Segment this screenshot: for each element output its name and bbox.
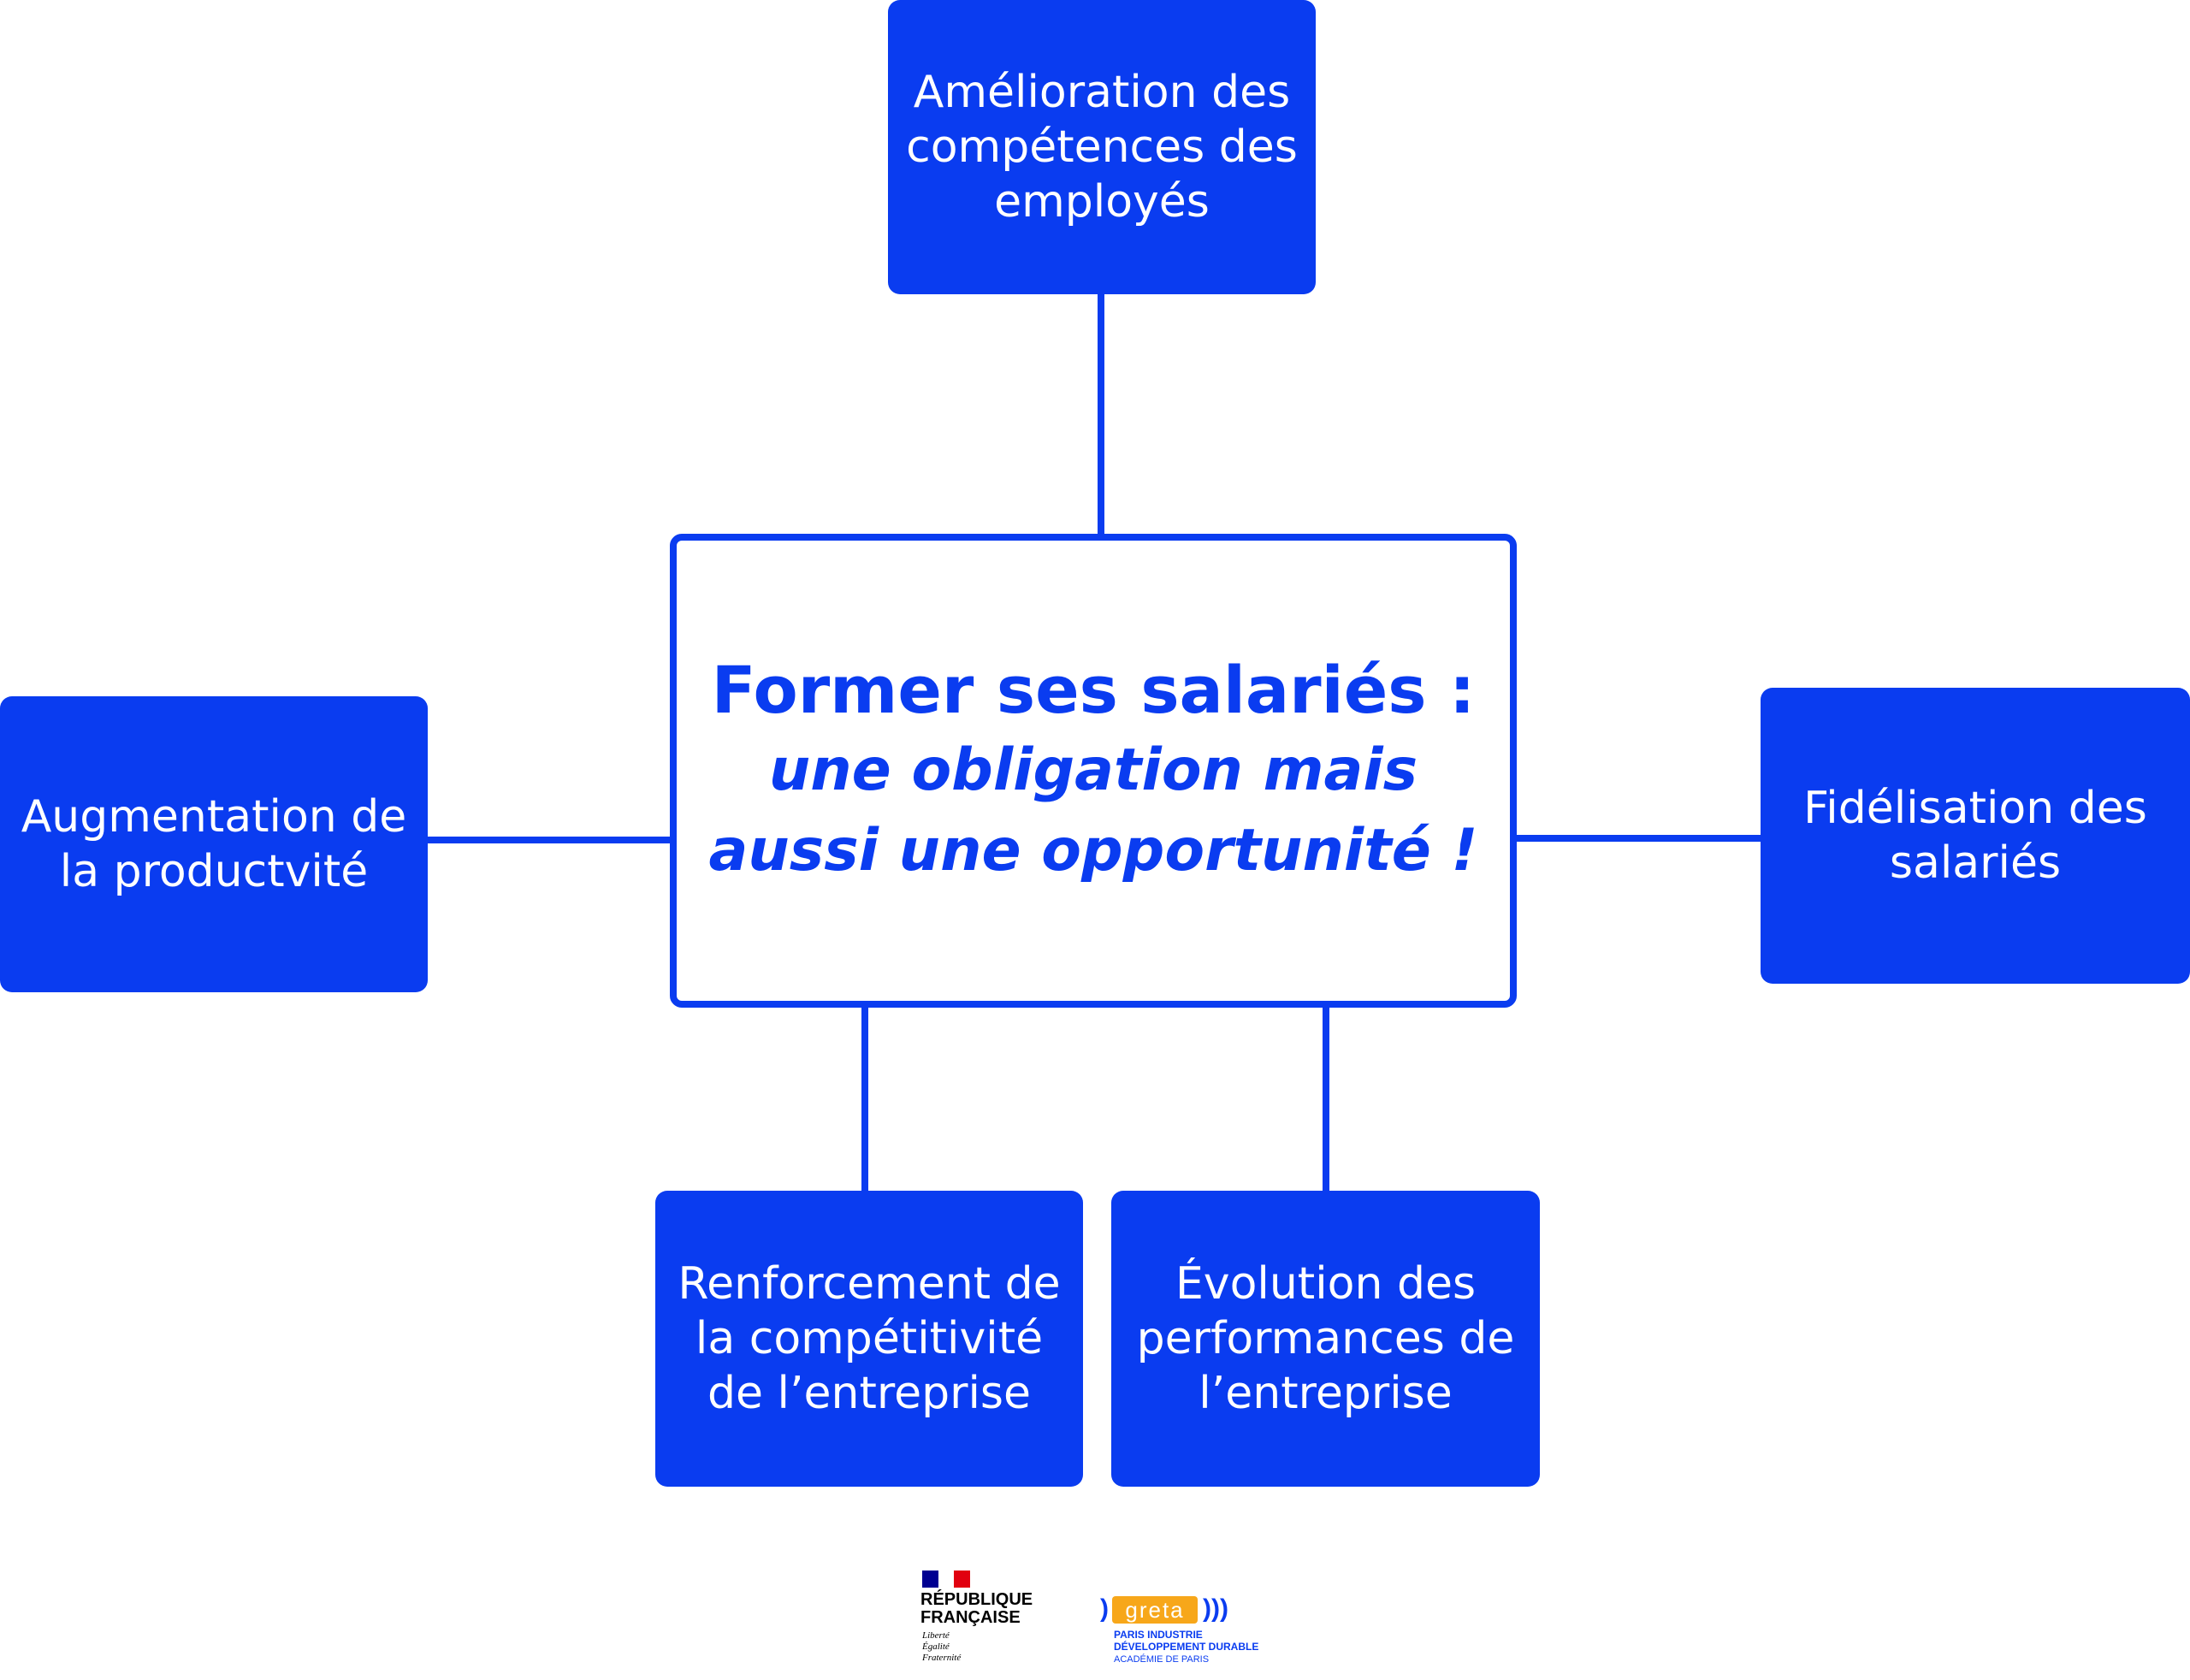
greta-academy: ACADÉMIE DE PARIS xyxy=(1114,1654,1210,1665)
central-title: Former ses salariés : xyxy=(711,652,1476,728)
node-top: Amélioration des compétences des employé… xyxy=(888,0,1316,294)
french-flag-icon xyxy=(922,1571,971,1588)
greta-left-bracket-icon: ) xyxy=(1100,1594,1109,1623)
footer-logos: RÉPUBLIQUE FRANÇAISE Liberté Égalité Fra… xyxy=(920,1571,1288,1673)
connector-right xyxy=(1513,835,1763,842)
node-bottom-left: Renforcement de la compétitivité de l’en… xyxy=(655,1191,1083,1487)
node-bottom-left-label: Renforcement de la compétitivité de l’en… xyxy=(678,1258,1061,1419)
node-bottom-right: Évolution des performances de l’entrepri… xyxy=(1111,1191,1540,1487)
central-subtitle: une obligation mais aussi une opportunit… xyxy=(708,736,1478,884)
connector-top xyxy=(1098,294,1104,537)
node-right: Fidélisation des salariés xyxy=(1761,688,2190,984)
republique-francaise-logo: RÉPUBLIQUE FRANÇAISE Liberté Égalité Fra… xyxy=(920,1571,1057,1673)
connector-bottom-right xyxy=(1323,1004,1329,1192)
node-left: Augmentation de la productvité xyxy=(0,696,428,992)
greta-right-brackets-icon: ))) xyxy=(1203,1594,1228,1623)
greta-logo: ) greta ))) PARIS INDUSTRIE DÉVELOPPEMEN… xyxy=(1100,1594,1288,1673)
greta-brand: greta xyxy=(1112,1596,1198,1624)
central-node: Former ses salariés : une obligation mai… xyxy=(670,534,1517,1008)
connector-bottom-left xyxy=(861,1004,868,1192)
republique-francaise-name: RÉPUBLIQUE FRANÇAISE xyxy=(920,1590,1033,1627)
node-right-label: Fidélisation des salariés xyxy=(1803,783,2147,889)
node-left-label: Augmentation de la productvité xyxy=(21,791,407,897)
node-top-label: Amélioration des compétences des employé… xyxy=(906,67,1298,228)
republique-francaise-motto: Liberté Égalité Fraternité xyxy=(922,1630,962,1663)
connector-left xyxy=(426,837,673,843)
greta-subtitle: PARIS INDUSTRIE DÉVELOPPEMENT DURABLE xyxy=(1114,1629,1259,1653)
node-bottom-right-label: Évolution des performances de l’entrepri… xyxy=(1136,1258,1515,1419)
